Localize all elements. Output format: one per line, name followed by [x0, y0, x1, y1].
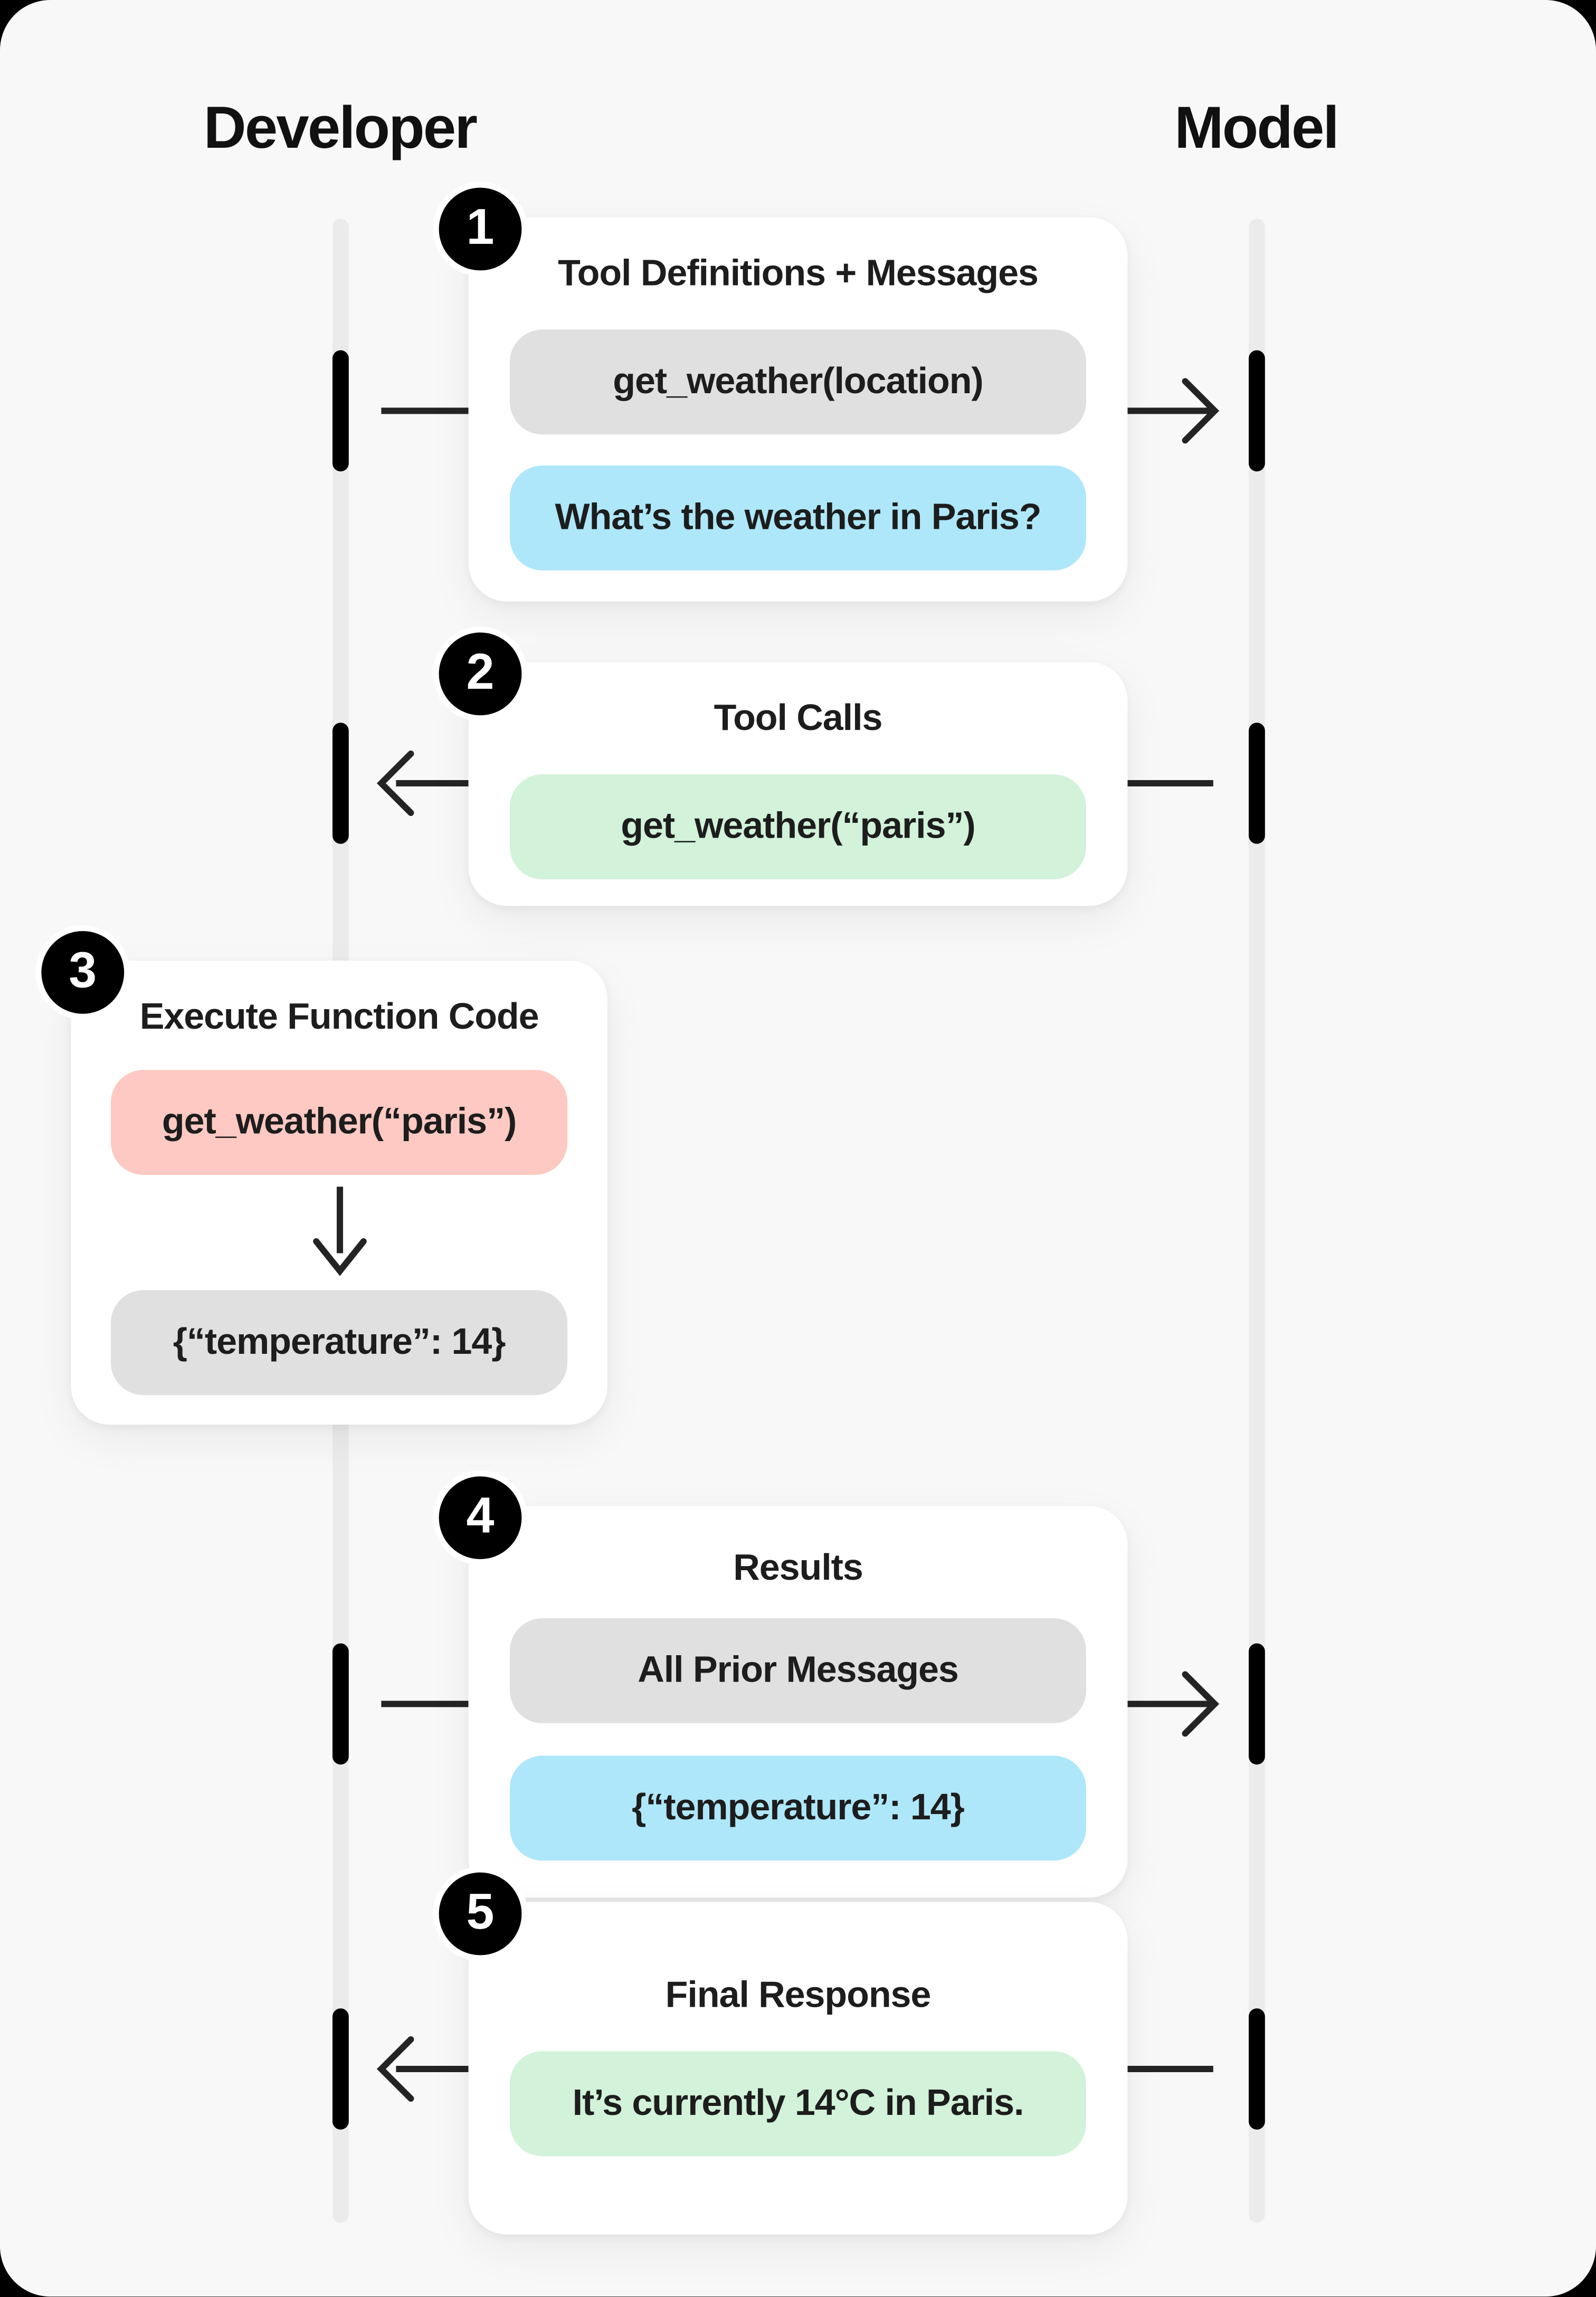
card-tool-definitions-messages: 1 Tool Definitions + Messages get_weathe…: [433, 182, 1128, 602]
step-number: 3: [69, 943, 97, 999]
pill-user-message: What’s the weather in Paris?: [510, 466, 1086, 571]
activation-model-2: [1248, 723, 1265, 844]
activation-developer-1: [331, 350, 348, 472]
step-badge-4: 4: [433, 1470, 528, 1565]
step-badge-1: 1: [433, 182, 528, 277]
actor-label-developer: Developer: [203, 96, 478, 162]
card-tool-calls: 2 Tool Calls get_weather(“paris”): [433, 627, 1128, 906]
step-badge-3: 3: [35, 925, 130, 1020]
pill-final-response: It’s currently 14°C in Paris.: [510, 2051, 1086, 2157]
actor-label-model: Model: [1174, 96, 1339, 162]
card-title: Execute Function Code: [139, 996, 539, 1038]
step-number: 5: [466, 1884, 495, 1941]
pill-function-invocation: get_weather(“paris”): [111, 1070, 568, 1175]
pill-tool-definition: get_weather(location): [510, 329, 1086, 435]
activation-model-4: [1248, 2008, 1265, 2130]
arrow-developer-to-model-3: [381, 1671, 1220, 1737]
activation-model-1: [1248, 350, 1265, 472]
step-number: 1: [466, 200, 495, 256]
card-title: Tool Calls: [714, 697, 883, 739]
card-execute-function-code: 3 Execute Function Code get_weather(“par…: [35, 925, 607, 1425]
lifeline-model: [1248, 219, 1265, 2223]
arrow-model-to-developer-4: [376, 2036, 1213, 2102]
pill-all-prior-messages: All Prior Messages: [510, 1618, 1086, 1723]
card-final-response: 5 Final Response It’s currently 14°C in …: [433, 1866, 1128, 2235]
card-title: Tool Definitions + Messages: [558, 252, 1039, 295]
pill-result-message: {“temperature”: 14}: [510, 1755, 1086, 1861]
pill-tool-call: get_weather(“paris”): [510, 774, 1086, 879]
arrow-developer-to-model-1: [381, 378, 1220, 444]
step-number: 4: [466, 1488, 495, 1544]
step-badge-5: 5: [433, 1866, 528, 1961]
card-title: Results: [733, 1547, 863, 1589]
step-number: 2: [466, 644, 495, 701]
activation-developer-4: [331, 2008, 348, 2130]
down-arrow-icon: [312, 1187, 366, 1276]
activation-model-3: [1248, 1643, 1265, 1765]
step-badge-2: 2: [433, 627, 528, 722]
execution-flow: [307, 1175, 372, 1290]
activation-developer-3: [331, 1643, 348, 1765]
activation-developer-2: [331, 723, 348, 844]
arrow-model-to-developer-2: [376, 750, 1213, 817]
pill-function-result: {“temperature”: 14}: [111, 1290, 568, 1396]
card-title: Final Response: [665, 1974, 932, 2016]
card-results: 4 Results All Prior Messages {“temperatu…: [433, 1470, 1128, 1898]
